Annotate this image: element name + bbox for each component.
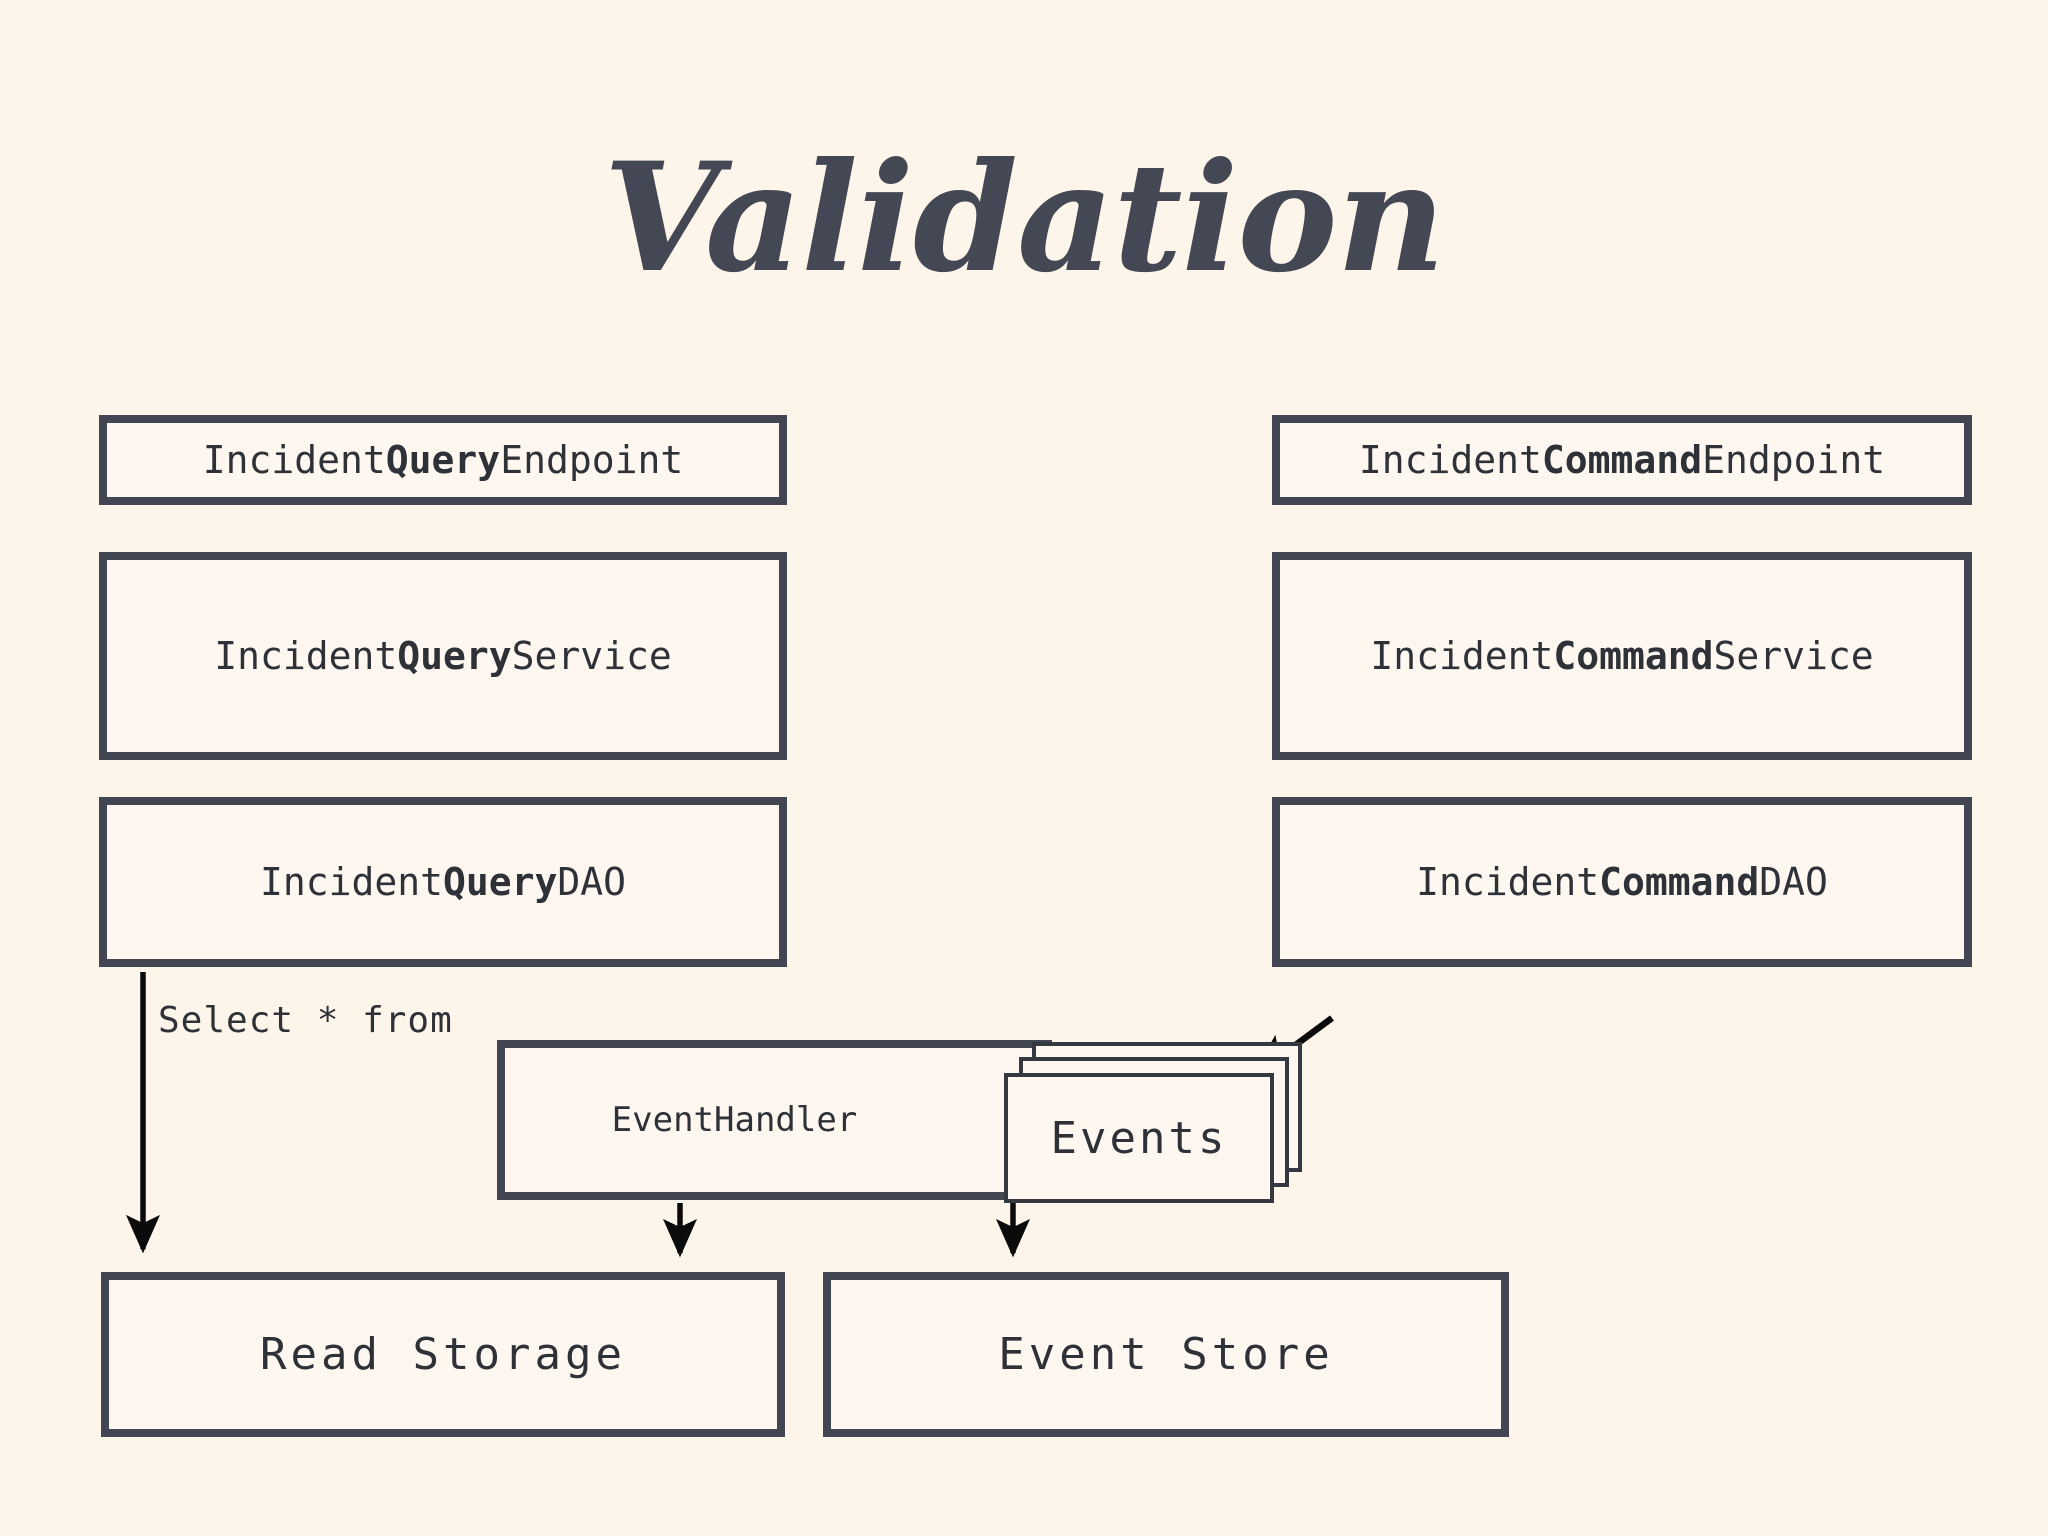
node-incident-command-service[interactable]: IncidentCommandService <box>1272 552 1972 760</box>
node-events-stack[interactable]: Events <box>1004 1073 1274 1203</box>
page-title: Validation <box>603 130 1445 306</box>
node-incident-command-endpoint[interactable]: IncidentCommandEndpoint <box>1272 415 1972 505</box>
node-incident-query-dao[interactable]: IncidentQueryDAO <box>99 797 787 967</box>
node-label: Events <box>1050 1112 1228 1164</box>
node-event-handler[interactable]: EventHandler <box>497 1040 1052 1200</box>
node-label: IncidentQueryService <box>214 634 672 678</box>
node-label: IncidentQueryDAO <box>259 860 627 904</box>
edge-label-select-from: Select * from <box>158 1000 453 1041</box>
node-label: Read Storage <box>260 1329 626 1380</box>
node-label: IncidentCommandDAO <box>1416 860 1828 904</box>
node-label: IncidentCommandEndpoint <box>1358 438 1886 482</box>
node-label: EventHandler <box>611 1100 858 1140</box>
node-label: IncidentQueryEndpoint <box>202 438 684 482</box>
node-read-storage[interactable]: Read Storage <box>101 1272 785 1437</box>
node-incident-command-dao[interactable]: IncidentCommandDAO <box>1272 797 1972 967</box>
node-incident-query-service[interactable]: IncidentQueryService <box>99 552 787 760</box>
node-label: IncidentCommandService <box>1370 634 1874 678</box>
node-incident-query-endpoint[interactable]: IncidentQueryEndpoint <box>99 415 787 505</box>
node-event-store[interactable]: Event Store <box>823 1272 1509 1437</box>
node-label: Event Store <box>998 1329 1334 1380</box>
